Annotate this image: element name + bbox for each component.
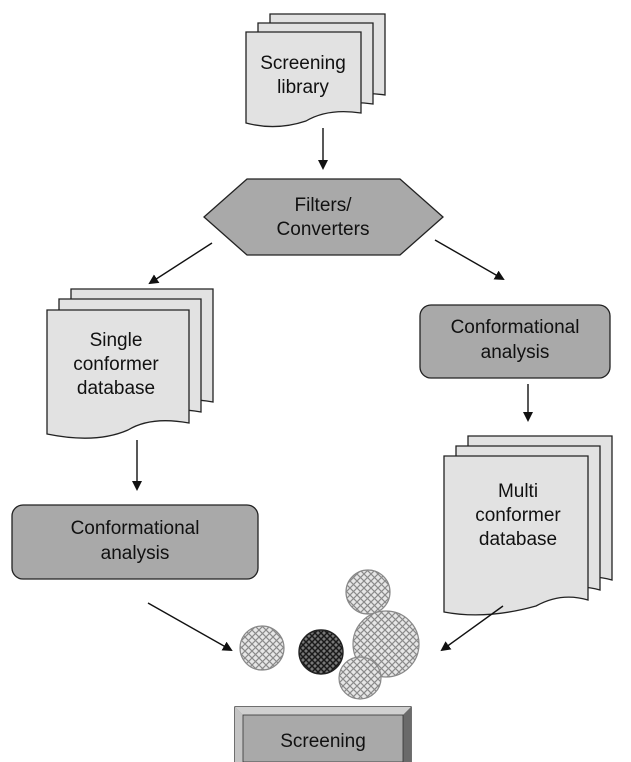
arrow-left-to-molecules	[147, 602, 233, 651]
multi-conformer-db-stack: Multi conformer database	[443, 435, 613, 616]
conf-analysis-right-label-1: Conformational	[451, 317, 580, 338]
conformational-analysis-left-box: Conformational analysis	[11, 504, 259, 580]
single-db-label-1: Single	[90, 330, 143, 351]
conf-analysis-left-label-2: analysis	[101, 543, 170, 564]
conf-analysis-right-label-2: analysis	[481, 342, 550, 363]
molecule-sphere	[345, 569, 391, 615]
screening-label: Screening	[280, 731, 366, 752]
single-db-label-3: database	[77, 378, 155, 399]
single-conformer-db-stack: Single conformer database	[46, 288, 214, 439]
multi-db-label-2: conformer	[475, 505, 561, 526]
molecule-spheres	[239, 569, 420, 700]
arrow-filters-to-single-db	[148, 242, 213, 285]
conformational-analysis-right-box: Conformational analysis	[419, 304, 611, 379]
screening-library-label-1: Screening	[260, 53, 346, 74]
molecule-sphere	[239, 625, 285, 671]
arrow-right-to-molecules	[440, 605, 504, 652]
multi-db-label-1: Multi	[498, 481, 538, 502]
screening-library-label-2: library	[277, 77, 329, 98]
filters-label-1: Filters/	[295, 195, 353, 216]
arrow-filters-to-conf-analysis	[434, 239, 505, 280]
filters-converters-hexagon: Filters/ Converters	[203, 178, 444, 256]
filters-label-2: Converters	[277, 219, 370, 240]
screening-box: Screening	[234, 706, 412, 762]
multi-db-label-3: database	[479, 529, 557, 550]
screening-library-stack: Screening library	[245, 13, 386, 128]
single-db-label-2: conformer	[73, 354, 159, 375]
molecule-sphere	[298, 629, 344, 675]
molecule-sphere	[338, 656, 382, 700]
conf-analysis-left-label-1: Conformational	[71, 518, 200, 539]
